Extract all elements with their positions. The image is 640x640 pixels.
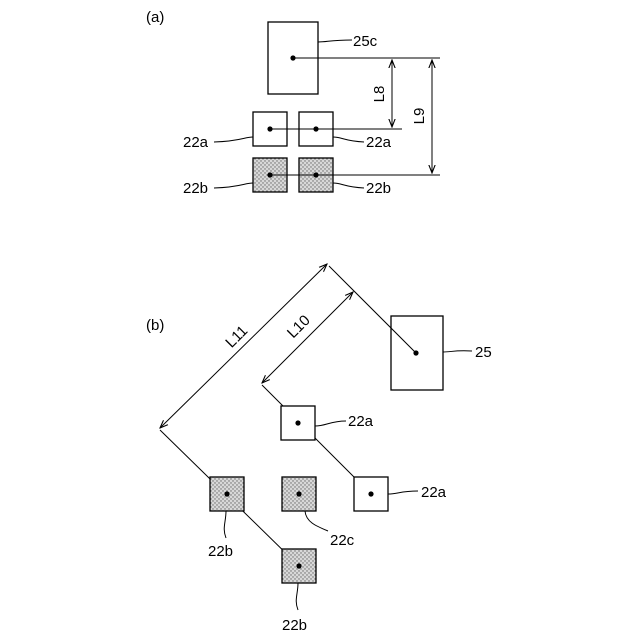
panel-b: (b) 25 L11 L10 22a 22a 22b bbox=[146, 264, 492, 634]
label-22b-left: 22b bbox=[183, 180, 208, 197]
leader-22b-lower bbox=[296, 583, 298, 610]
leader-22a-lower bbox=[388, 491, 418, 494]
label-22a-left: 22a bbox=[183, 134, 209, 151]
label-22a-lower: 22a bbox=[421, 484, 447, 501]
label-25: 25 bbox=[475, 344, 492, 361]
leader-22b-left bbox=[224, 511, 226, 538]
component-22b-lower-center bbox=[296, 563, 301, 568]
leader-22c bbox=[305, 511, 328, 531]
panel-a: (a) 25c 22a 22a 22b 22b L8 L9 bbox=[146, 9, 440, 197]
extension-line-25 bbox=[329, 266, 416, 353]
panel-a-label: (a) bbox=[146, 9, 164, 26]
label-22b-lower: 22b bbox=[282, 617, 307, 634]
leader-22b-left bbox=[214, 183, 253, 188]
leader-25c bbox=[318, 40, 352, 42]
dimension-L8-label: L8 bbox=[371, 86, 388, 103]
leader-22a-left bbox=[214, 137, 253, 142]
leader-22a-upper bbox=[315, 421, 346, 426]
label-22a-right: 22a bbox=[366, 134, 392, 151]
label-22b-left: 22b bbox=[208, 543, 233, 560]
leader-22a-right bbox=[333, 137, 364, 142]
label-22b-right: 22b bbox=[366, 180, 391, 197]
label-22a-upper: 22a bbox=[348, 413, 374, 430]
dimension-L9-label: L9 bbox=[411, 108, 428, 125]
component-22a-upper-center bbox=[295, 420, 300, 425]
component-22b-left-center bbox=[224, 491, 229, 496]
dimension-L11-arrow bbox=[160, 264, 327, 428]
component-22a-lower-center bbox=[368, 491, 373, 496]
leader-25 bbox=[443, 351, 472, 352]
dimension-L10-arrow bbox=[262, 292, 353, 383]
dimension-L10-label: L10 bbox=[284, 312, 314, 342]
leader-22b-right bbox=[333, 183, 364, 188]
label-22c: 22c bbox=[330, 532, 355, 549]
panel-b-label: (b) bbox=[146, 317, 164, 334]
component-22c-center bbox=[296, 491, 301, 496]
dimension-L11-label: L11 bbox=[222, 322, 251, 351]
label-25c: 25c bbox=[353, 33, 378, 50]
